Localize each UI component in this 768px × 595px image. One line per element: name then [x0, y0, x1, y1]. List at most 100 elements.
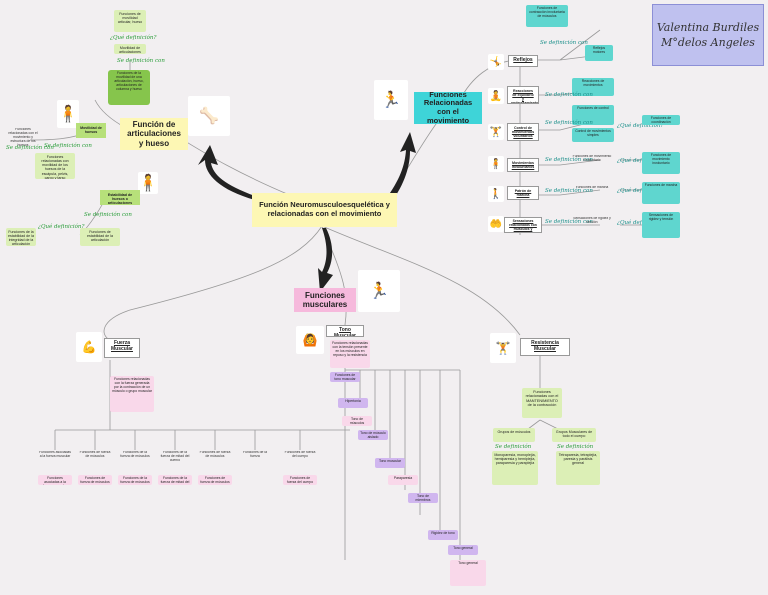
figure-illustration-2: 🧍	[138, 172, 158, 194]
tone-item: Rigidez de tono	[428, 530, 458, 540]
stability-definition-text: Funciones de estabilidad de la articulac…	[80, 228, 120, 246]
strength-item: Funciones de fuerza de músculos	[199, 451, 231, 458]
question-label-2: ¿Qué definición?	[38, 224, 85, 230]
strength-definition: Funciones relacionadas con la fuerza gen…	[110, 376, 154, 412]
reflex-definition: Funciones de contracción involuntaria de…	[526, 5, 568, 27]
whole-body-node[interactable]: Grupos Musculares de todo el cuerpo	[552, 428, 596, 442]
tone-detail: Paraparesia	[388, 475, 418, 485]
author-name-2: M°delos Angeles	[661, 36, 755, 49]
tone-definition: Funciones relacionadas con la tensión pr…	[330, 340, 370, 368]
reaction-text: Reacciones de movimientos	[572, 78, 614, 96]
definition-label-10: Se definición con	[545, 219, 593, 225]
balance-node[interactable]: Reacciones de equilibrio y enderezamient…	[507, 86, 539, 104]
reflex-motor-text: Reflejos motores	[585, 45, 613, 61]
figure-illustration: 🧍	[57, 100, 79, 128]
muscle-illustration: 🏃	[358, 270, 400, 312]
gait-text: Funciones de marcha	[575, 186, 609, 189]
tone-item: Tono de músculo aislado	[358, 430, 388, 440]
stability-integrity-text: Funciones de la estabilidad de la integr…	[6, 228, 36, 246]
definition-label-9: Se definición con	[545, 188, 593, 194]
control-illustration: 🏋	[488, 124, 504, 140]
strength-detail: Funciones de la fuerza de músculos	[118, 475, 152, 485]
movement-illustration: 🏃	[374, 80, 408, 120]
question-label-4: ¿Qué definición?	[617, 158, 664, 164]
definition-label-6: Se definición con	[545, 92, 593, 98]
involuntary-text: Funciones de movimiento involuntario	[572, 155, 612, 162]
tone-node[interactable]: Tono Muscular	[326, 325, 364, 337]
definition-label-4: Se definición con	[84, 212, 132, 218]
strength-item: Funciones de fuerza de músculos	[79, 451, 111, 458]
strength-detail: Funciones de fuerza de músculos	[78, 475, 112, 485]
tone-item: Tono de miembros	[408, 493, 438, 503]
joints-topic[interactable]: Función de articulaciones y hueso	[120, 118, 188, 150]
strength-item: Funciones de la fuerza de mitad del cuer…	[160, 451, 190, 461]
central-topic[interactable]: Función Neuromusculoesquelética y relaci…	[252, 193, 397, 227]
involuntary-movement-node[interactable]: Movimientos involuntarios	[507, 158, 539, 172]
coordination-text: Funciones de coordinación	[642, 115, 680, 125]
tone-detail: Tono de músculos	[342, 416, 372, 426]
question-label: ¿Qué definición?	[110, 35, 157, 41]
whole-body-definition: Tetraparesia, tetraplejía, paresia y par…	[556, 451, 600, 485]
tone-item: Funciones de tono muscular	[330, 372, 360, 382]
definition-label-5: Se definición con	[540, 40, 588, 46]
tone-detail: Tono general	[450, 560, 486, 586]
definition-label-8: Se definición con	[545, 157, 593, 163]
endurance-node[interactable]: Resistencia Muscular	[520, 338, 570, 356]
definition-label-12: Se definición	[557, 444, 594, 450]
sensation-text: Sensaciones de rigidez y tensión	[573, 217, 611, 224]
mobility-node[interactable]: Movilidad de huesos	[76, 123, 106, 138]
sensation-illustration: 🤲	[488, 216, 504, 232]
strength-item: Funciones de fuerza del cuerpo	[284, 451, 316, 458]
strength-item: Funciones de la fuerza	[243, 451, 267, 458]
strength-illustration: 💪	[76, 332, 102, 362]
strength-detail: Funciones de la fuerza de mitad del cuer…	[158, 475, 192, 485]
movement-topic[interactable]: Funciones Relacionadas con el movimiento	[414, 92, 482, 124]
tone-item: Hipertonía	[338, 398, 368, 408]
bone-illustration: 🦴	[188, 96, 230, 136]
definition-label-2: Se definición con	[44, 143, 92, 149]
gait-illustration: 🚶	[488, 186, 504, 202]
balance-illustration: 🧘	[488, 88, 504, 104]
joint-mobility-text-2: Movilidad de articulaciones	[114, 44, 146, 54]
author-name: Valentina Burdiles	[656, 20, 760, 34]
definition-label-3: Se definición con	[6, 145, 54, 151]
joint-definition-box: Funciones de la movilidad de una articul…	[108, 70, 150, 105]
muscle-groups-definition: Monoparesia, monoplejía, hemiparesia y h…	[492, 451, 538, 485]
endurance-illustration: 🏋	[490, 333, 516, 363]
voluntary-control-node[interactable]: Control de movimientos voluntarios	[507, 123, 539, 141]
endurance-definition: Funciones relacionadas con el MANTENIMIE…	[522, 388, 562, 418]
simple-control-text: Control de movimientos simples	[572, 128, 614, 142]
question-label-6: ¿Qué definición?	[617, 220, 664, 226]
sensations-node[interactable]: Sensaciones relacionadas con músculos y …	[504, 217, 542, 233]
gait-node[interactable]: Patrón de marcha	[507, 186, 539, 200]
definition-label-11: Se definición	[495, 444, 532, 450]
bone-structure-text: Funciones relacionadas con el movimiento…	[8, 128, 38, 146]
tone-item: Tono muscular	[375, 458, 405, 468]
strength-item: Funciones asociadas a la fuerza muscular	[39, 451, 71, 458]
strength-node[interactable]: Fuerza Muscular	[104, 338, 140, 358]
definition-label-7: Se definición con	[545, 120, 593, 126]
joint-mobility-text: Funciones de movilidad articular, hueso	[114, 10, 146, 32]
strength-item: Funciones de la fuerza de músculos	[120, 451, 150, 458]
involuntary-definition: Funciones de movimiento involuntario	[642, 152, 680, 174]
sensation-definition: Sensaciones de rigidez y tensión	[642, 212, 680, 238]
author-box: Valentina Burdiles M°delos Angeles	[652, 4, 764, 66]
gait-definition: Funciones de marcha	[642, 182, 680, 204]
question-label-3: ¿Qué definición?	[617, 123, 664, 129]
definition-label: Se definición con	[117, 58, 165, 64]
tone-item: Tono general	[448, 545, 478, 555]
reflex-illustration: 🤸	[488, 54, 504, 70]
bone-mobility-text: Funciones relacionadas con movilidad de …	[35, 153, 75, 179]
strength-detail: Funciones asociadas a la fuerza muscular	[38, 475, 72, 485]
stability-node[interactable]: Estabilidad de huesos o articulaciones	[100, 190, 140, 205]
tone-illustration: 🙆	[296, 326, 324, 354]
muscle-topic[interactable]: Funciones musculares	[294, 288, 356, 312]
reflexes-node[interactable]: Reflejos	[508, 55, 538, 67]
question-label-5: ¿Qué definición?	[617, 188, 664, 194]
strength-detail: Funciones de fuerza de músculos	[198, 475, 232, 485]
control-function-text: Funciones de control	[572, 105, 614, 125]
strength-detail: Funciones de fuerza del cuerpo	[283, 475, 317, 485]
involuntary-illustration: 🧍	[488, 156, 504, 172]
muscle-groups-node[interactable]: Grupos de músculos	[493, 428, 535, 442]
